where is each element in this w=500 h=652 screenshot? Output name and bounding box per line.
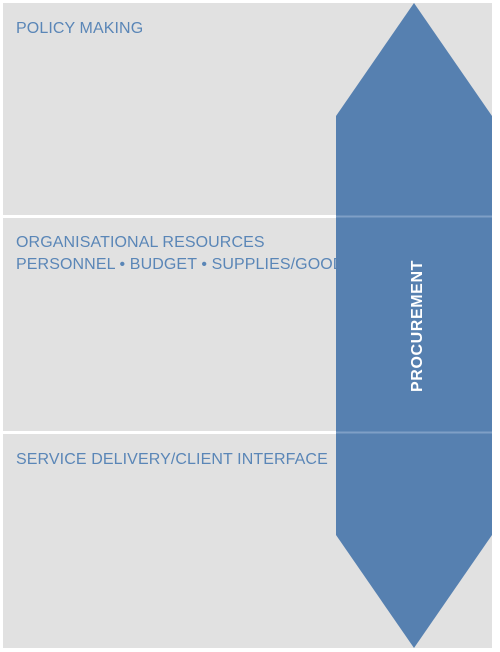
- policy-making-label: POLICY MAKING: [16, 20, 144, 37]
- policy-making-panel: POLICY MAKING: [3, 3, 492, 215]
- organisational-resources-label: ORGANISATIONAL RESOURCES: [16, 234, 265, 251]
- service-delivery-label: SERVICE DELIVERY/CLIENT INTERFACE: [16, 451, 328, 468]
- resources-list-label: PERSONNEL • BUDGET • SUPPLIES/GOODS: [16, 256, 356, 273]
- procurement-label: PROCUREMENT: [409, 260, 426, 392]
- service-delivery-panel: SERVICE DELIVERY/CLIENT INTERFACE: [3, 434, 492, 648]
